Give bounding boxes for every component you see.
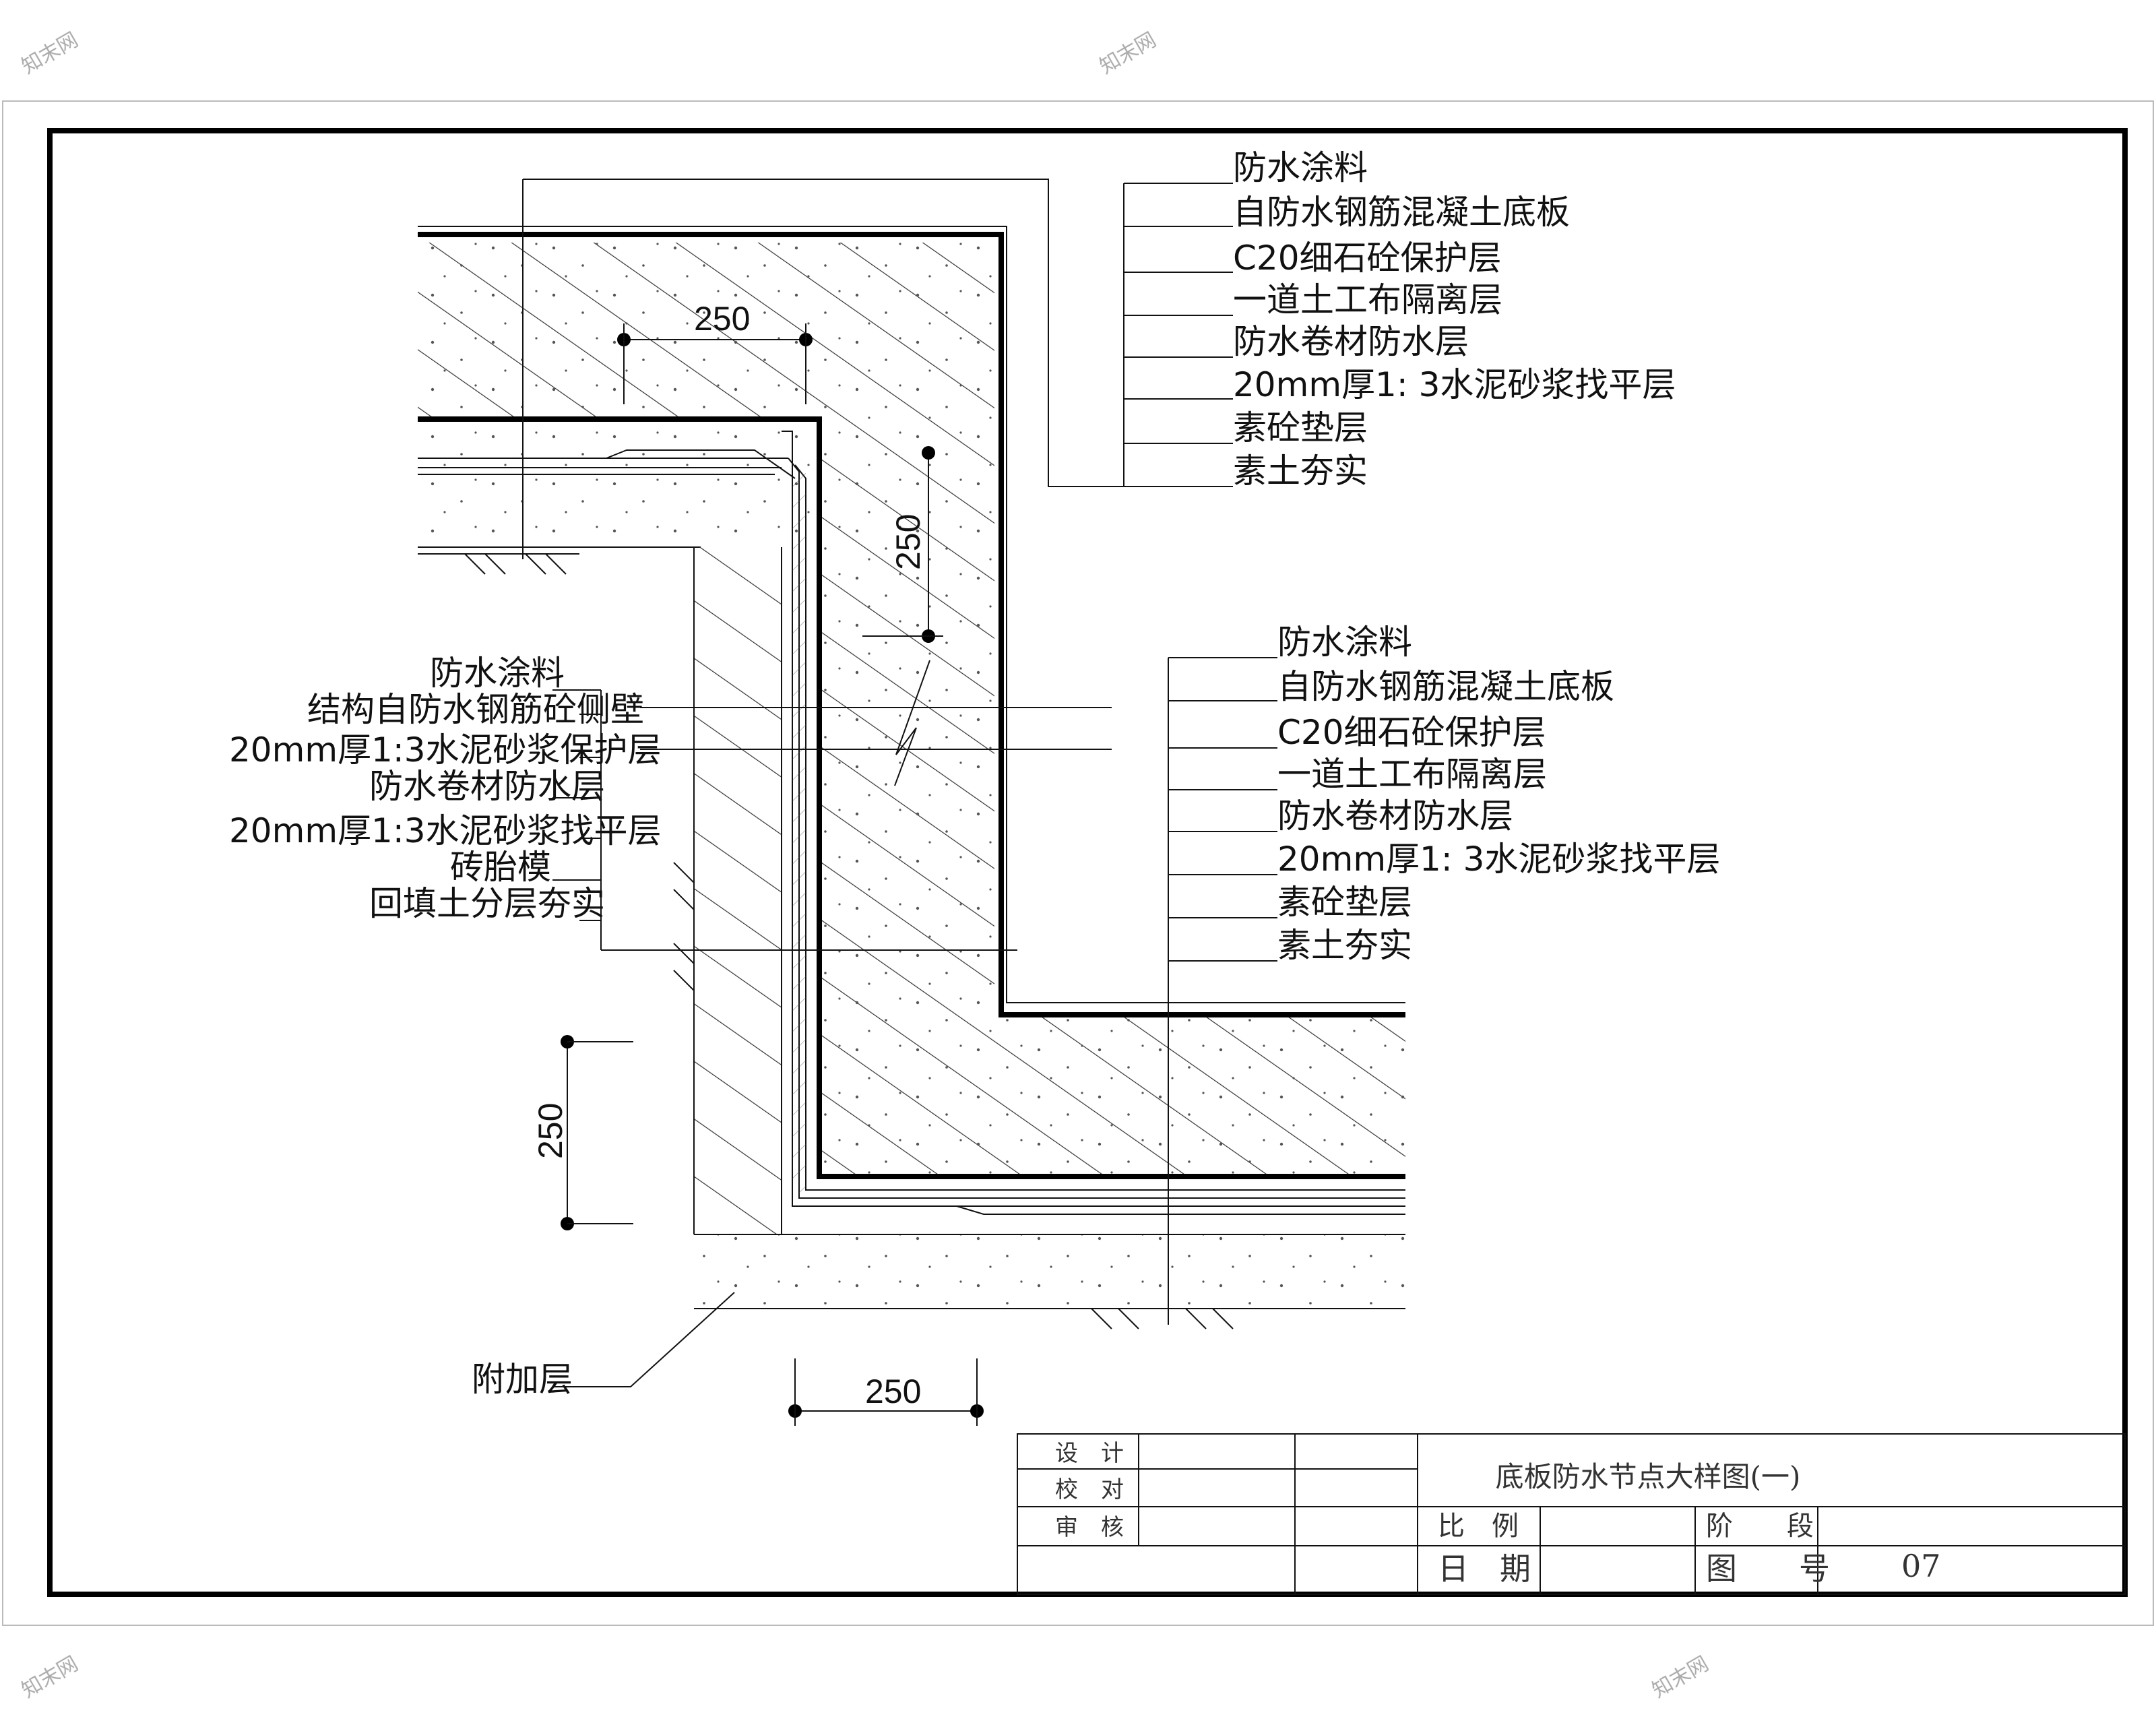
dim-top-horizontal: 250 <box>617 300 813 404</box>
upper-label-6: 20mm厚1: 3水泥砂浆找平层 <box>1233 365 1676 404</box>
sheet-border <box>2 100 2154 1626</box>
dim-top-value: 250 <box>694 300 750 338</box>
upper-label-4: 一道土工布隔离层 <box>1233 280 1502 319</box>
tb-drawing-no: 07 <box>1901 1548 1941 1584</box>
tb-date: 日 期 <box>1438 1550 1531 1587</box>
wall-label-2: 结构自防水钢筋砼侧壁 <box>307 690 644 729</box>
upper-label-7: 素砼垫层 <box>1233 408 1368 447</box>
wall-label-6: 砖胎模 <box>450 848 551 887</box>
tb-check: 校 对 <box>1055 1476 1124 1503</box>
watermark-3: 知末网 <box>18 1652 82 1702</box>
lower-callout: 防水涂料 自防水钢筋混凝土底板 C20细石砼保护层 一道土工布隔离层 防水卷材防… <box>1168 623 1720 1325</box>
dim-bottom-horizontal: 250 <box>788 1358 984 1426</box>
lower-label-1: 防水涂料 <box>1277 623 1412 662</box>
wall-membrane-hatch <box>792 472 806 1193</box>
wall-callout: 防水涂料 结构自防水钢筋砼侧壁 20mm厚1:3水泥砂浆保护层 防水卷材防水层 … <box>229 654 1112 951</box>
lower-membrane-step <box>956 1205 1405 1215</box>
watermark-1: 知末网 <box>18 28 82 78</box>
dim-bottom-value: 250 <box>865 1373 921 1410</box>
wall-label-1: 防水涂料 <box>430 654 565 693</box>
upper-label-2: 自防水钢筋混凝土底板 <box>1233 193 1570 232</box>
extra-layer-callout: 附加层 <box>472 1292 735 1399</box>
tb-stage: 阶 段 <box>1706 1511 1814 1542</box>
upper-label-1: 防水涂料 <box>1233 148 1368 187</box>
lower-label-5: 防水卷材防水层 <box>1277 796 1513 836</box>
tb-drawing-no-label: 图 号 <box>1706 1550 1830 1587</box>
dim-left-value: 250 <box>532 1103 569 1159</box>
soil-ticks-upper <box>464 553 567 575</box>
left-upper-layers <box>418 419 819 547</box>
upper-label-8: 素土夯实 <box>1233 451 1368 491</box>
dim-vertical-right: 250 <box>862 446 943 643</box>
lower-label-4: 一道土工布隔离层 <box>1277 755 1547 794</box>
left-upper-heavy-line <box>418 416 1405 1179</box>
tb-drawing-title: 底板防水节点大样图(一) <box>1496 1460 1801 1493</box>
tb-design: 设 计 <box>1055 1440 1124 1467</box>
dim-right-value: 250 <box>889 514 927 570</box>
upper-label-5: 防水卷材防水层 <box>1233 322 1469 361</box>
title-block <box>1017 1433 2126 1595</box>
wall-label-3: 20mm厚1:3水泥砂浆保护层 <box>229 730 662 770</box>
lower-label-6: 20mm厚1: 3水泥砂浆找平层 <box>1277 840 1720 879</box>
watermark-2: 知末网 <box>1096 28 1160 78</box>
lower-label-7: 素砼垫层 <box>1277 883 1412 922</box>
tb-scale: 比 例 <box>1438 1511 1519 1542</box>
soil-ticks-wall <box>673 862 695 991</box>
brick-mould-wall <box>694 547 782 1234</box>
left-membrane-step <box>606 449 796 479</box>
upper-slab-outline <box>418 226 1405 1003</box>
tb-review: 审 核 <box>1055 1514 1124 1541</box>
soil-ticks-lower <box>1091 1308 1234 1329</box>
wall-label-7: 回填土分层夯实 <box>369 884 605 923</box>
extra-layer-label: 附加层 <box>472 1360 573 1399</box>
wall-label-4: 防水卷材防水层 <box>369 767 605 806</box>
lower-label-8: 素土夯实 <box>1277 926 1412 965</box>
lower-cushion <box>694 1234 1405 1309</box>
drawing-frame <box>47 128 2128 1597</box>
lower-label-2: 自防水钢筋混凝土底板 <box>1277 667 1614 706</box>
watermark-4: 知末网 <box>1649 1652 1712 1702</box>
upper-label-3: C20细石砼保护层 <box>1233 239 1502 278</box>
upper-slab-top-line <box>418 232 1405 1017</box>
lower-label-3: C20细石砼保护层 <box>1277 713 1546 752</box>
dim-vertical-left: 250 <box>532 1035 633 1230</box>
upper-callout: 防水涂料 自防水钢筋混凝土底板 C20细石砼保护层 一道土工布隔离层 防水卷材防… <box>522 148 1676 559</box>
wall-label-5: 20mm厚1:3水泥砂浆找平层 <box>229 811 662 850</box>
